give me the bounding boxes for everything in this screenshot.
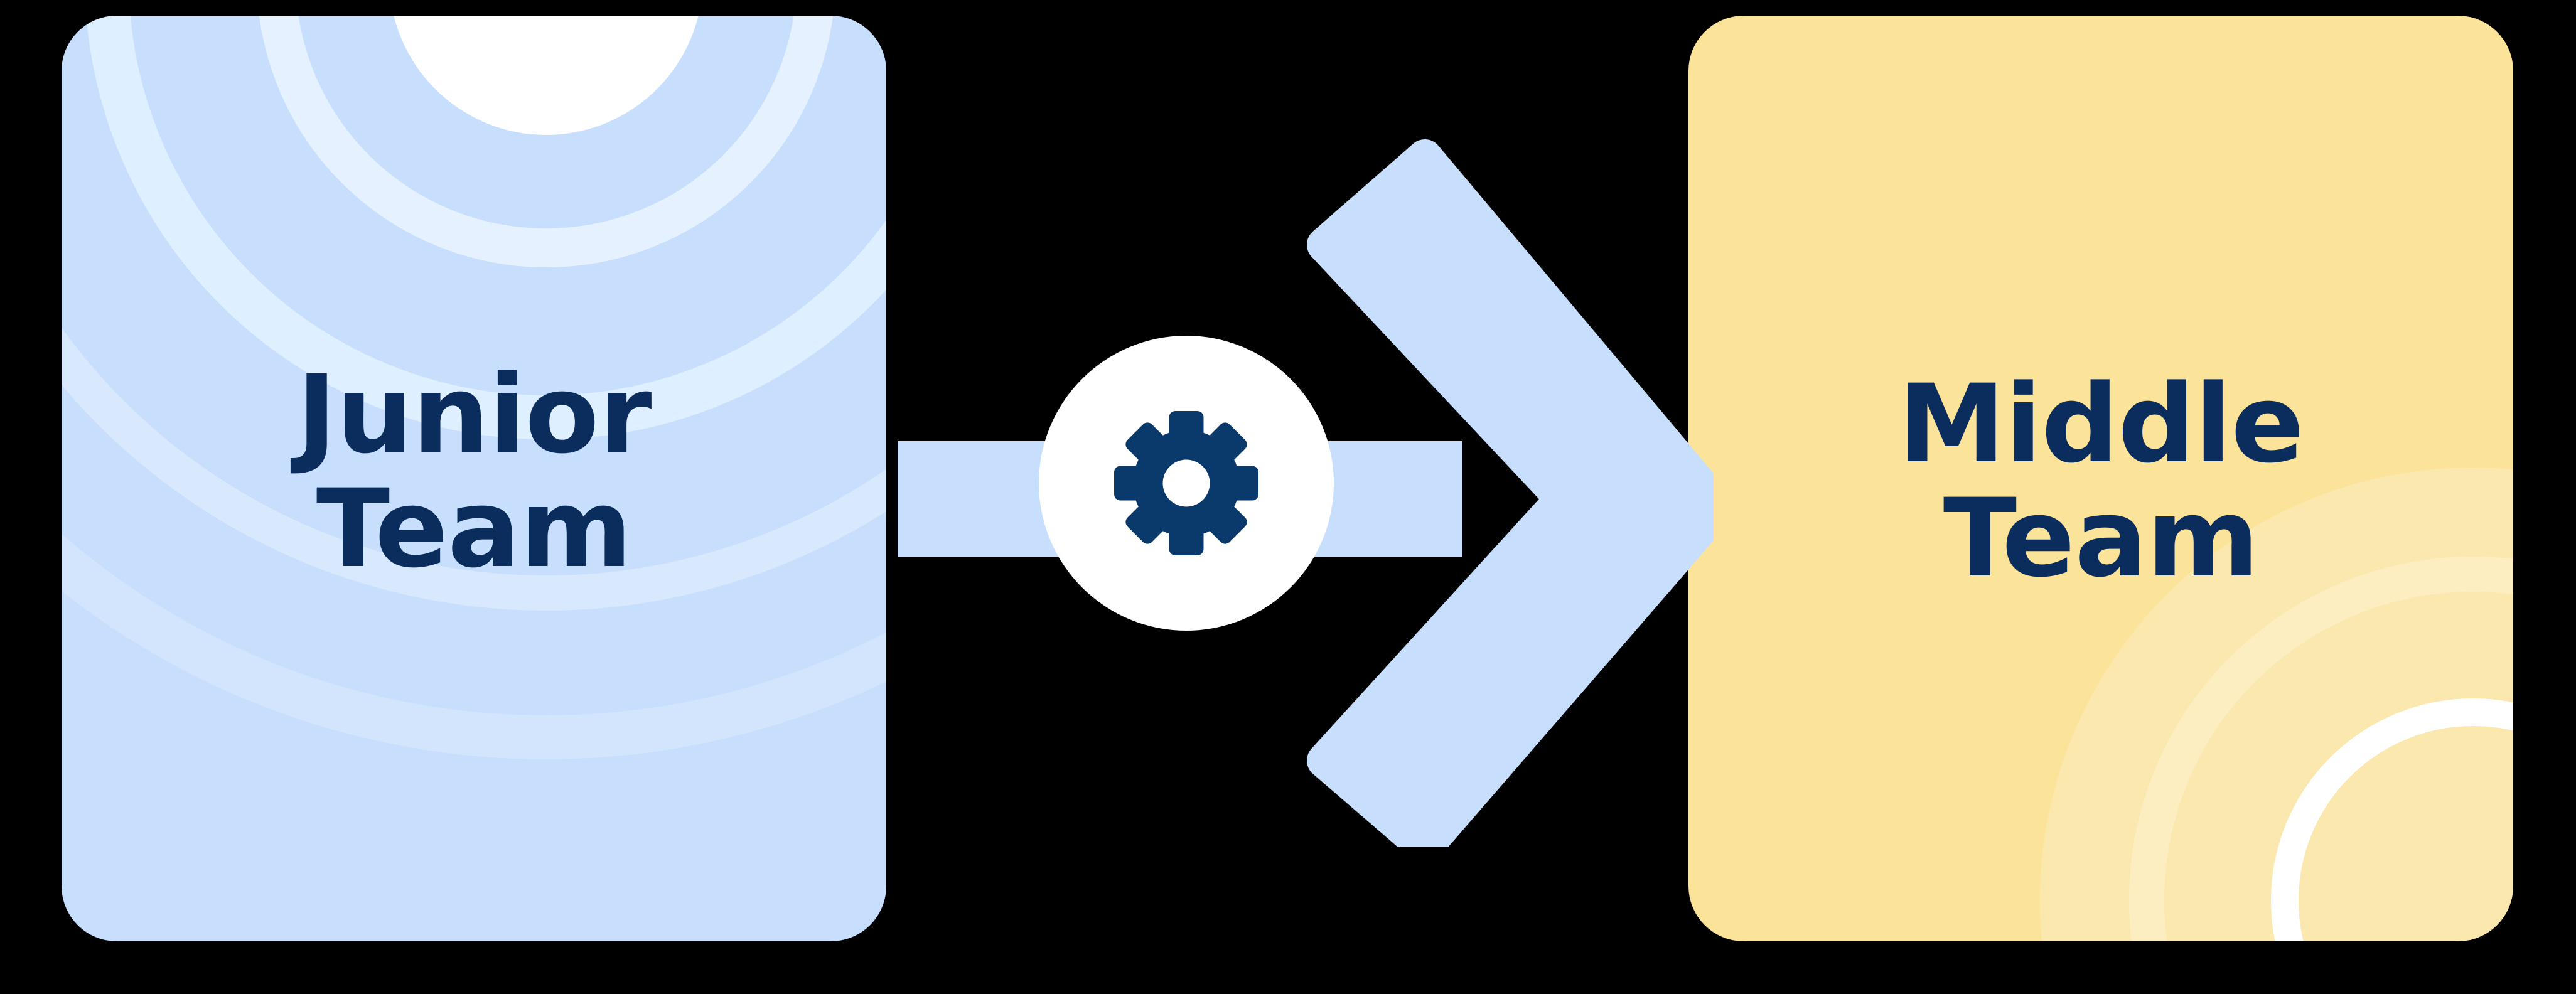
middle-team-label: Middle Team [1898, 361, 2304, 602]
transform-arrow [898, 94, 1714, 847]
node-card-junior-team[interactable]: Junior Team [62, 16, 886, 941]
gear-icon [1114, 411, 1258, 555]
junior-team-label: Junior Team [296, 351, 652, 592]
node-card-middle-team[interactable]: Middle Team [1688, 16, 2513, 941]
gear-badge-circle [1039, 336, 1334, 631]
gear-badge[interactable] [1039, 336, 1334, 631]
right-arrow-icon [898, 139, 1714, 847]
